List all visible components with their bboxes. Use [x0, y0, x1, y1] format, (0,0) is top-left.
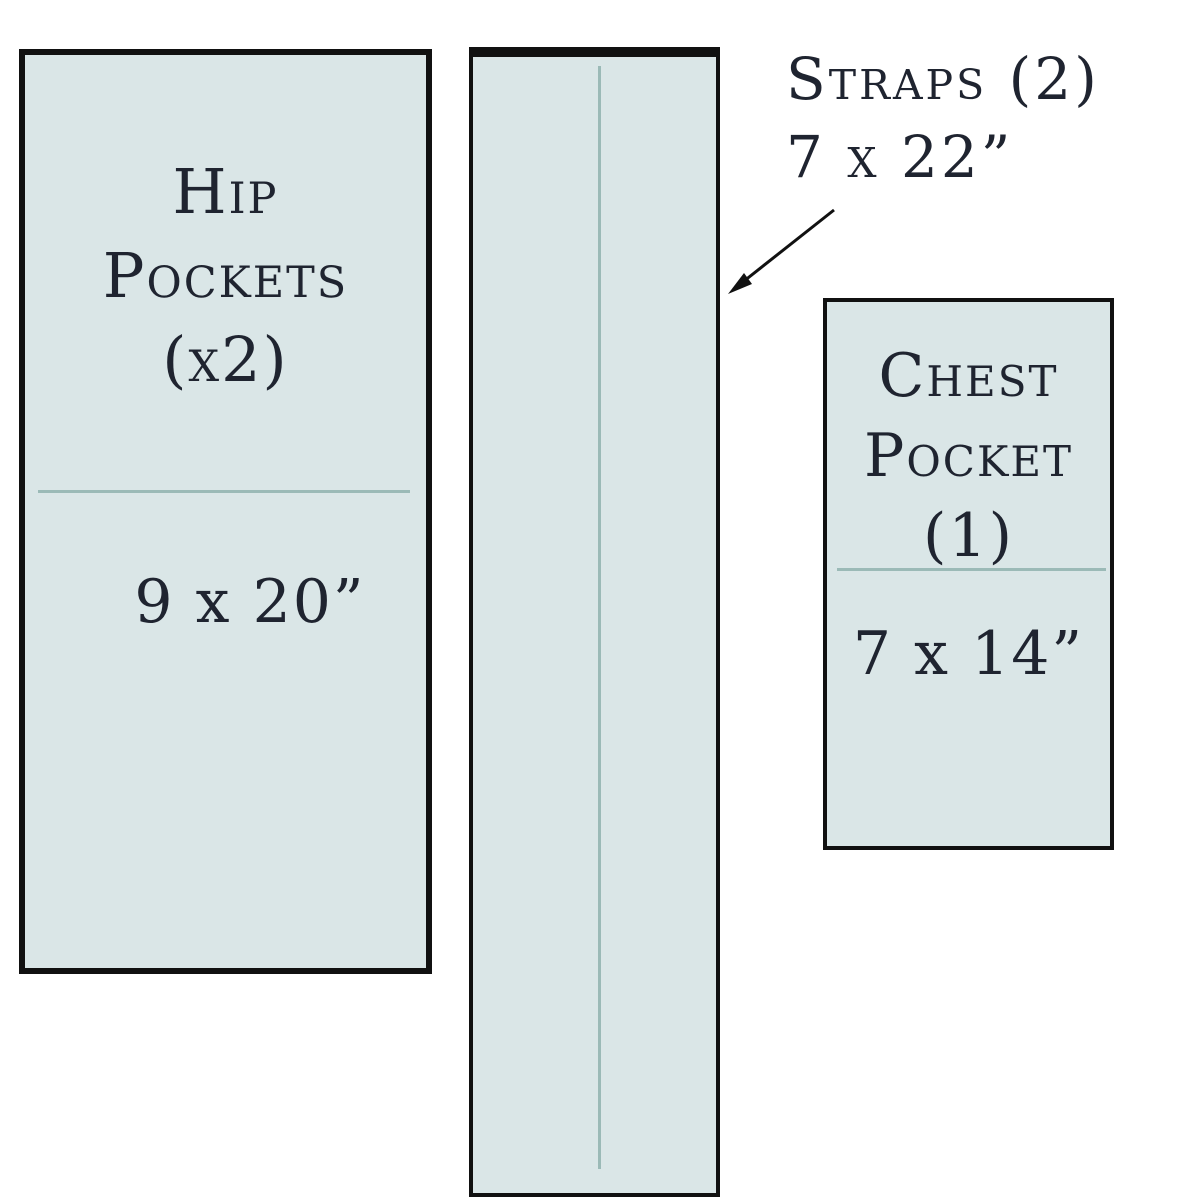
chest-pocket-piece	[823, 298, 1114, 850]
hip-pockets-label-line-3: (x2)	[162, 323, 289, 396]
hip-pockets-piece	[19, 49, 432, 974]
chest-pocket-label-line-3: (1)	[923, 501, 1014, 571]
hip-pockets-label-line-1: Hip	[172, 155, 279, 228]
chest-pocket-label: Chest Pocket (1)	[823, 336, 1114, 576]
chest-pocket-dimensions: 7 x 14”	[852, 619, 1085, 689]
hip-pockets-fold-line	[38, 490, 410, 493]
hip-pockets-dimensions: 9 x 20”	[134, 567, 366, 637]
chest-pocket-label-line-1: Chest	[878, 341, 1059, 411]
strap-piece	[469, 47, 720, 1197]
straps-callout-title: Straps (2)	[786, 45, 1100, 113]
hip-pockets-label-line-2: Pockets	[102, 239, 349, 312]
straps-callout-dimensions: 7 x 22”	[786, 123, 1014, 191]
strap-fold-line	[598, 66, 601, 1169]
hip-pockets-label: Hip Pockets (x2)	[19, 150, 432, 402]
chest-pocket-label-line-2: Pocket	[864, 421, 1073, 491]
straps-callout: Straps (2) 7 x 22”	[786, 40, 1100, 196]
chest-pocket-fold-line	[837, 568, 1106, 571]
